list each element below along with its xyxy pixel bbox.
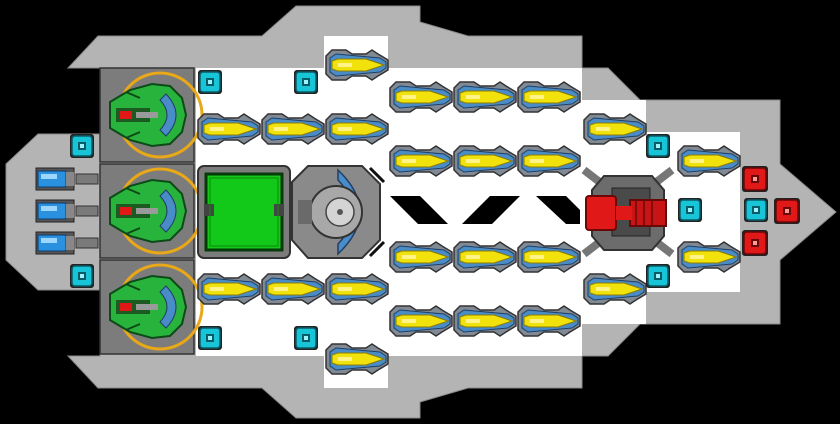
reactor-core[interactable] bbox=[197, 165, 291, 259]
yellow-missile-pod-icon[interactable] bbox=[517, 81, 581, 113]
green-engine-pod-icon[interactable] bbox=[98, 66, 204, 164]
yellow-missile-pod-icon[interactable] bbox=[677, 241, 741, 273]
cyan-socket-icon[interactable] bbox=[677, 197, 703, 223]
yellow-missile-pod-icon[interactable] bbox=[197, 273, 261, 305]
cyan-socket-icon[interactable] bbox=[293, 325, 319, 351]
thruster-bank bbox=[35, 167, 99, 255]
yellow-missile-pod-icon[interactable] bbox=[389, 241, 453, 273]
green-reactor-core-icon bbox=[209, 177, 279, 247]
red-socket-icon[interactable] bbox=[741, 229, 769, 257]
yellow-missile-pod-icon[interactable] bbox=[517, 241, 581, 273]
yellow-missile-pod-icon[interactable] bbox=[389, 81, 453, 113]
red-socket-icon[interactable] bbox=[773, 197, 801, 225]
engine-bank bbox=[98, 66, 204, 356]
cyan-socket-icon[interactable] bbox=[743, 197, 769, 223]
bridge-module[interactable] bbox=[291, 165, 386, 259]
yellow-missile-pod-icon[interactable] bbox=[453, 81, 517, 113]
cyan-socket-icon[interactable] bbox=[197, 69, 223, 95]
yellow-missile-pod-icon[interactable] bbox=[325, 113, 389, 145]
cyan-socket-icon[interactable] bbox=[197, 325, 223, 351]
heavy-turret[interactable] bbox=[581, 164, 675, 258]
yellow-missile-pod-icon[interactable] bbox=[583, 273, 647, 305]
yellow-missile-pod-icon[interactable] bbox=[261, 273, 325, 305]
yellow-missile-pod-icon[interactable] bbox=[453, 241, 517, 273]
yellow-missile-pod-icon[interactable] bbox=[677, 145, 741, 177]
hull-stripes bbox=[390, 196, 580, 224]
yellow-missile-pod-icon[interactable] bbox=[453, 145, 517, 177]
cyan-socket-icon[interactable] bbox=[69, 133, 95, 159]
yellow-missile-pod-icon[interactable] bbox=[583, 113, 647, 145]
yellow-missile-pod-icon[interactable] bbox=[325, 273, 389, 305]
yellow-missile-pod-icon[interactable] bbox=[453, 305, 517, 337]
red-socket-icon[interactable] bbox=[741, 165, 769, 193]
yellow-missile-pod-icon[interactable] bbox=[517, 305, 581, 337]
yellow-missile-pod-icon[interactable] bbox=[389, 305, 453, 337]
cyan-socket-icon[interactable] bbox=[293, 69, 319, 95]
yellow-missile-pod-icon[interactable] bbox=[325, 343, 389, 375]
cyan-socket-icon[interactable] bbox=[69, 263, 95, 289]
yellow-missile-pod-icon[interactable] bbox=[517, 145, 581, 177]
yellow-missile-pod-icon[interactable] bbox=[325, 49, 389, 81]
yellow-missile-pod-icon[interactable] bbox=[261, 113, 325, 145]
yellow-missile-pod-icon[interactable] bbox=[389, 145, 453, 177]
cyan-socket-icon[interactable] bbox=[645, 263, 671, 289]
green-engine-pod-icon[interactable] bbox=[98, 162, 204, 260]
yellow-missile-pod-icon[interactable] bbox=[197, 113, 261, 145]
cyan-socket-icon[interactable] bbox=[645, 133, 671, 159]
green-engine-pod-icon[interactable] bbox=[98, 258, 204, 356]
